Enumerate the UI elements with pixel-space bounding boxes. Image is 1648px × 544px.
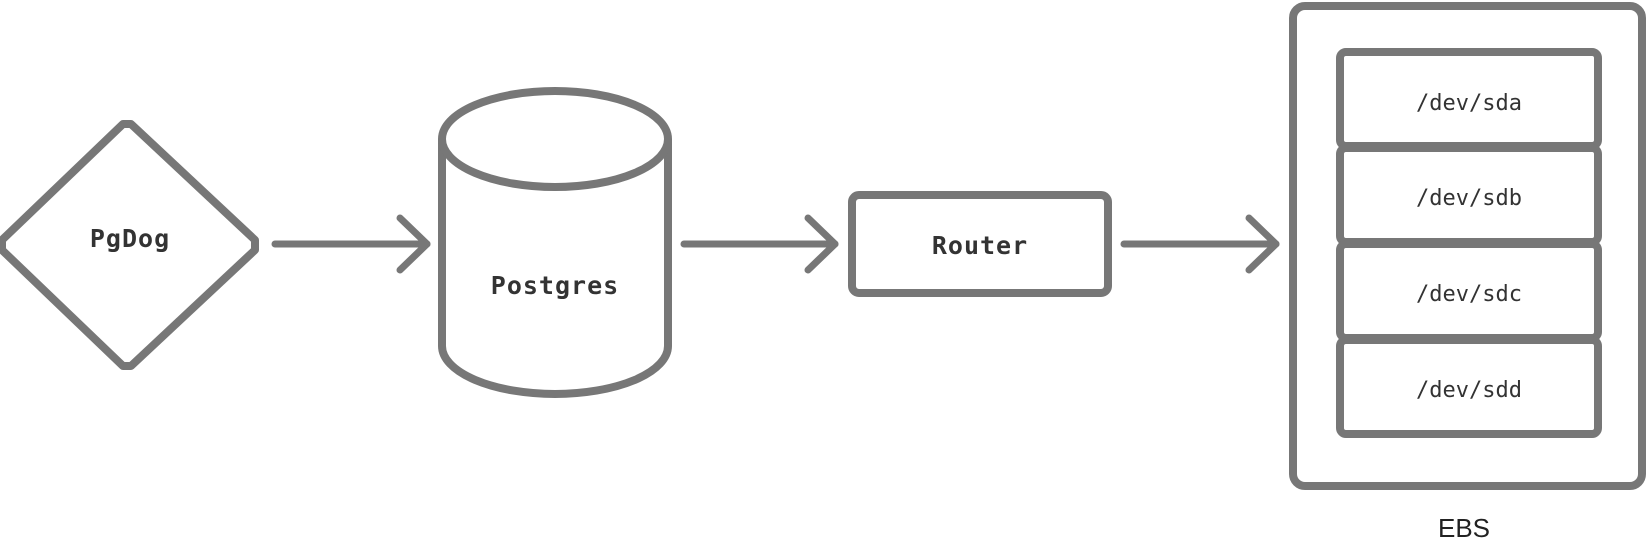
arrow-head (1245, 214, 1280, 274)
device-label: /dev/sdd (1416, 378, 1522, 403)
device-box (1336, 336, 1602, 438)
device-label: /dev/sda (1416, 91, 1522, 116)
device-sdd: /dev/sdd (1336, 336, 1602, 438)
ebs-container: /dev/sda /dev/sdb /dev/sdc /dev/sdd EBS (1289, 2, 1646, 543)
router-node: Router (848, 191, 1112, 297)
edge-postgres-to-router (680, 214, 839, 274)
pgdog-label: PgDog (90, 224, 170, 253)
arrow-head (804, 214, 839, 274)
edge-pgdog-to-postgres (271, 214, 431, 274)
device-label: /dev/sdc (1416, 282, 1522, 307)
pgdog-diamond (0, 120, 259, 370)
router-label: Router (932, 231, 1028, 260)
postgres-cylinder-body (438, 139, 672, 398)
device-sda: /dev/sda (1336, 48, 1602, 150)
postgres-node: Postgres (438, 87, 672, 398)
ebs-label: EBS (1438, 513, 1490, 543)
pgdog-node: PgDog (0, 120, 259, 370)
device-label: /dev/sdb (1416, 186, 1522, 211)
postgres-cylinder-top (438, 87, 672, 191)
postgres-label: Postgres (491, 271, 619, 300)
device-sdc: /dev/sdc (1336, 240, 1602, 342)
device-sdb: /dev/sdb (1336, 144, 1602, 246)
arrow-head (396, 214, 431, 274)
edge-router-to-ebs (1120, 214, 1280, 274)
router-box (848, 191, 1112, 297)
